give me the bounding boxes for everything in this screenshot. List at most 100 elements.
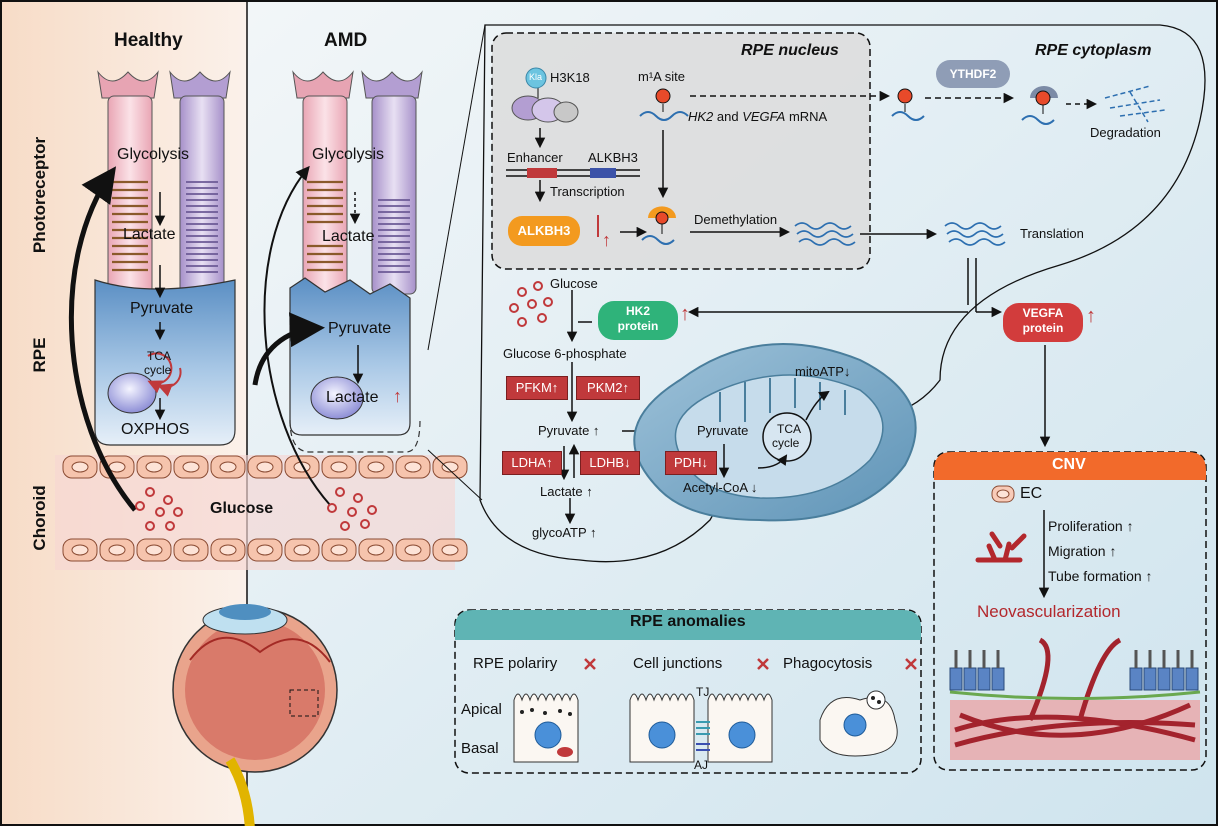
eye-illustration (172, 604, 338, 826)
aj-label: AJ (694, 758, 709, 772)
glucose-molecules-healthy (135, 487, 183, 531)
apical-label: Apical (461, 701, 502, 718)
endothelial-nucleus (219, 461, 237, 473)
translation-label: Translation (1020, 226, 1084, 241)
row-label-photoreceptor: Photoreceptor (30, 136, 49, 254)
ec-label: EC (1020, 485, 1043, 502)
polarity-label: RPE polariry (473, 655, 558, 672)
demethylated-mrna (794, 222, 856, 246)
amd-photoreceptor-cone (292, 70, 354, 295)
endothelial-nucleus (441, 461, 459, 473)
endothelial-nucleus (71, 544, 89, 556)
blood-vessel-icon (975, 531, 1027, 563)
vegfa-up-icon: ↑ (1086, 305, 1096, 327)
acetylcoa-label: Acetyl-CoA ↓ (683, 480, 758, 495)
hk2-up-icon: ↑ (680, 303, 690, 325)
ldha-box: LDHA↑ (502, 451, 562, 475)
endothelial-nucleus (182, 544, 200, 556)
demethylation-label: Demethylation (694, 212, 778, 227)
ythdf2-bound-mrna (1021, 86, 1058, 125)
endothelial-nucleus (330, 461, 348, 473)
healthy-cycle: cycle (144, 363, 172, 377)
amd-lactate-up-icon: ↑ (393, 386, 402, 406)
ythdf2-protein: YTHDF2 (936, 60, 1010, 88)
m1a-site-label: m¹A site (638, 69, 685, 84)
glucose-molecules-cytoplasm (509, 281, 553, 327)
amd-lactate-rpe: Lactate (326, 389, 379, 406)
neovascularization-illustration (949, 637, 1201, 760)
glucose-molecules-amd (327, 487, 377, 531)
mrna-label: HK2 and VEGFA mRNA (688, 109, 828, 124)
cytoplasm-mrna (891, 88, 925, 121)
row-label-choroid: Choroid (30, 485, 49, 551)
alkbh3-up-icon: ↑ (602, 230, 611, 250)
polarity-cell (513, 693, 579, 763)
endothelial-nucleus (293, 544, 311, 556)
phagocytosis-label: Phagocytosis (783, 655, 873, 672)
panel-title-healthy: Healthy (114, 30, 183, 51)
m1a-mrna (639, 88, 689, 121)
pkm2-box: PKM2↑ (576, 376, 640, 400)
cross-icons (584, 658, 917, 670)
pyruvate-cytoplasm-label: Pyruvate ↑ (538, 423, 600, 438)
translated-mrna (944, 222, 1006, 246)
panel-title-amd: AMD (324, 30, 368, 51)
endothelial-nucleus (367, 544, 385, 556)
neovascularization-label: Neovascularization (977, 602, 1121, 621)
alkbh3-protein: ALKBH3 (508, 216, 580, 246)
anomalies-title: RPE anomalies (630, 613, 746, 630)
mito-cycle-label: cycle (772, 436, 800, 450)
healthy-rpe-nucleus (107, 372, 157, 414)
alkbh3-gene-label: ALKBH3 (588, 150, 638, 165)
amd-glycolysis: Glycolysis (312, 146, 385, 163)
glucose-cytoplasm-label: Glucose (550, 276, 598, 291)
transcription-label: Transcription (550, 184, 625, 199)
dna-enhancer (506, 168, 640, 178)
endothelial-nucleus (145, 461, 163, 473)
basal-label: Basal (461, 740, 499, 757)
rpe-nucleus-box (491, 32, 871, 270)
endothelial-nucleus (219, 544, 237, 556)
tube-formation-label: Tube formation ↑ (1048, 568, 1153, 584)
healthy-lactate: Lactate (123, 226, 176, 243)
endothelial-nucleus (256, 461, 274, 473)
junctions-label: Cell junctions (633, 655, 723, 672)
row-label-rpe: RPE (30, 337, 49, 373)
amd-rpe-nucleus (310, 376, 364, 420)
mitochondrion (633, 343, 917, 522)
cnv-title: CNV (1052, 456, 1086, 473)
endothelial-nucleus (441, 544, 459, 556)
endothelial-nucleus (71, 461, 89, 473)
endothelial-nucleus (108, 461, 126, 473)
kla-label: Kla (529, 72, 543, 82)
endothelial-nucleus (404, 461, 422, 473)
rpe-anomalies-box (454, 609, 922, 774)
migration-label: Migration ↑ (1048, 543, 1117, 559)
alkbh3-bound-mrna (641, 206, 676, 245)
healthy-photoreceptor-rod (169, 70, 231, 295)
cytoplasm-title: RPE cytoplasm (1035, 42, 1152, 59)
endothelial-nucleus (145, 544, 163, 556)
junction-cells (629, 693, 773, 763)
nucleus-title: RPE nucleus (741, 42, 839, 59)
endothelial-nucleus (256, 544, 274, 556)
endothelial-nucleus (108, 544, 126, 556)
ldhb-box: LDHB↓ (580, 451, 640, 475)
enhancer-label: Enhancer (507, 150, 563, 165)
healthy-pyruvate: Pyruvate (130, 300, 194, 317)
pfkm-box: PFKM↑ (506, 376, 568, 400)
mito-pyruvate-label: Pyruvate (697, 423, 749, 438)
proliferation-label: Proliferation ↑ (1048, 518, 1134, 534)
glucose-label: Glucose (210, 500, 274, 517)
histone-chromatin (511, 67, 579, 123)
endothelial-nucleus (367, 461, 385, 473)
degraded-mrna (1104, 85, 1166, 123)
endothelial-nucleus (404, 544, 422, 556)
endothelial-nucleus (293, 461, 311, 473)
mitoatp-label: mitoATP↓ (795, 364, 851, 379)
pdh-box: PDH↓ (665, 451, 717, 475)
amd-photoreceptor-rod (361, 70, 423, 295)
